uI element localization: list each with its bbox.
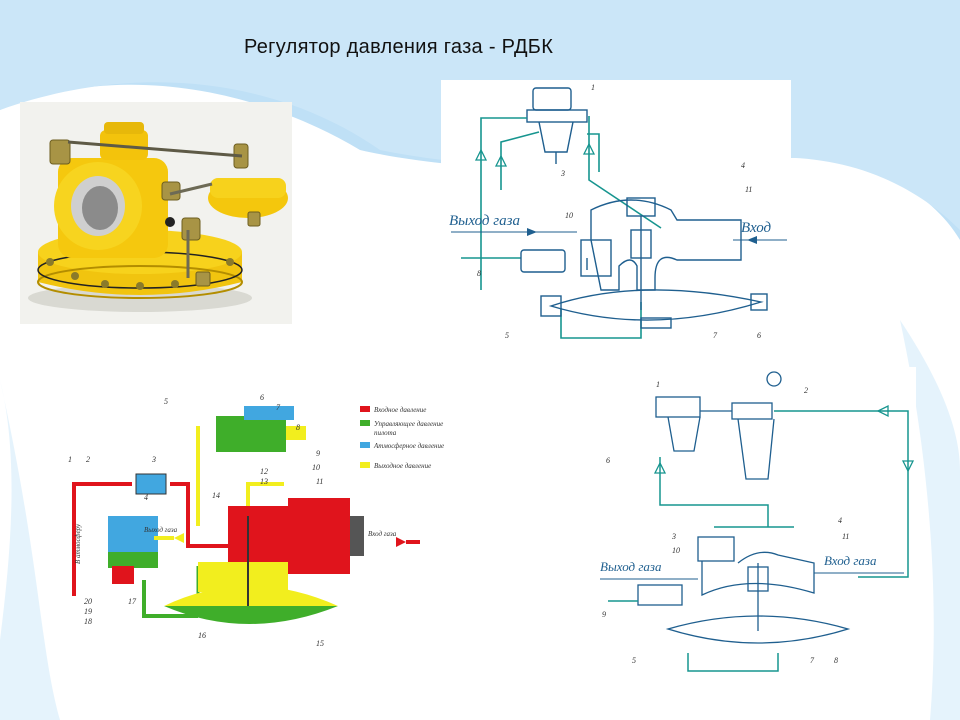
- part-number-12: 12: [260, 467, 268, 476]
- part-number-11: 11: [316, 477, 323, 486]
- part-number-1: 1: [656, 380, 660, 389]
- part-number-9: 9: [316, 449, 320, 458]
- part-number-7: 7: [810, 656, 815, 665]
- legend-control-pressure-line2: пилота: [374, 429, 397, 437]
- part-number-3: 3: [671, 532, 676, 541]
- legend-atmospheric-pressure: Атмосферное давление: [373, 442, 444, 450]
- part-number-15: 15: [316, 639, 324, 648]
- part-number-14: 14: [212, 491, 220, 500]
- part-number-4: 4: [144, 493, 148, 502]
- part-number-16: 16: [198, 631, 206, 640]
- part-number-4: 4: [838, 516, 842, 525]
- part-number-5: 5: [505, 331, 509, 340]
- part-number-1: 1: [68, 455, 72, 464]
- schematic-top: Выход газа Вход 1 3 4 11 10 8 5 7 6: [441, 80, 791, 350]
- part-number-3: 3: [151, 455, 156, 464]
- part-number-3: 3: [560, 169, 565, 178]
- part-number-20: 20: [84, 597, 92, 606]
- legend-control-pressure: Управляющее давление: [374, 420, 443, 428]
- part-number-1: 1: [591, 83, 595, 92]
- atmosphere-label: В атмосферу: [74, 523, 82, 564]
- part-number-8: 8: [477, 269, 481, 278]
- slide-title: Регулятор давления газа - РДБК: [244, 36, 554, 58]
- inlet-label-colored: Вход газа: [368, 530, 397, 538]
- part-number-2: 2: [86, 455, 90, 464]
- schematic-top-drawing: Выход газа Вход 1 3 4 11 10 8 5 7 6: [449, 83, 787, 340]
- part-number-10: 10: [565, 211, 573, 220]
- schematic-bottom-right-drawing: Выход газа Вход газа 1 2 3 10 4 11 9 5 7…: [600, 371, 915, 672]
- regulator-photo-image: [20, 102, 292, 324]
- schematic-colored-drawing: Входное давление Управляющее давление пи…: [68, 393, 444, 648]
- inlet-label-top: Вход: [741, 220, 772, 236]
- legend-inlet-pressure: Входное давление: [374, 406, 426, 414]
- part-number-17: 17: [128, 597, 137, 606]
- part-number-5: 5: [164, 397, 168, 406]
- regulator-photo: [20, 102, 292, 324]
- part-number-7: 7: [276, 403, 281, 412]
- part-number-13: 13: [260, 477, 268, 486]
- part-number-5: 5: [632, 656, 636, 665]
- part-number-18: 18: [84, 617, 92, 626]
- legend: Входное давление Управляющее давление пи…: [360, 406, 444, 470]
- inlet-label-bottom-right: Вход газа: [824, 553, 877, 568]
- part-number-4: 4: [741, 161, 745, 170]
- part-number-19: 19: [84, 607, 92, 616]
- part-number-8: 8: [834, 656, 838, 665]
- part-number-11: 11: [745, 185, 752, 194]
- outlet-label-colored: Выход газа: [144, 526, 178, 534]
- part-number-10: 10: [672, 546, 680, 555]
- part-number-2: 2: [804, 386, 808, 395]
- part-number-10: 10: [312, 463, 320, 472]
- schematic-bottom-right: Выход газа Вход газа 1 2 3 10 4 11 9 5 7…: [598, 367, 916, 687]
- outlet-label-bottom-right: Выход газа: [600, 559, 662, 574]
- part-number-9: 9: [602, 610, 606, 619]
- part-number-11: 11: [842, 532, 849, 541]
- part-number-8: 8: [296, 423, 300, 432]
- legend-outlet-pressure: Выходное давление: [374, 462, 431, 470]
- part-number-7: 7: [713, 331, 718, 340]
- schematic-colored: Входное давление Управляющее давление пи…: [48, 366, 462, 652]
- part-number-6: 6: [757, 331, 761, 340]
- part-number-6: 6: [260, 393, 264, 402]
- part-number-6: 6: [606, 456, 610, 465]
- outlet-label-top: Выход газа: [449, 213, 520, 229]
